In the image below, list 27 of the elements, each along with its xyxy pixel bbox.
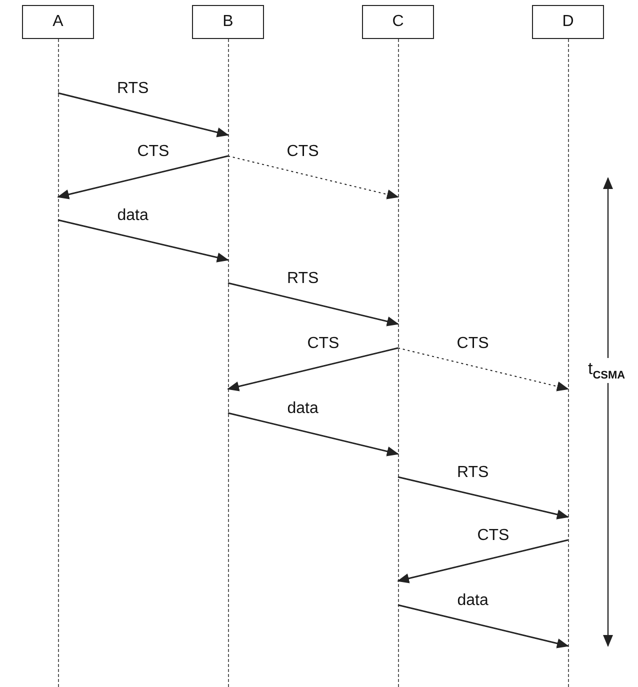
arrow — [398, 348, 569, 392]
participant-box: B — [192, 5, 264, 39]
edge-label: data — [287, 401, 318, 417]
arrow — [228, 282, 399, 326]
edge-label: CTS — [456, 336, 489, 352]
arrow — [397, 539, 568, 584]
arrow — [228, 412, 399, 456]
time-label: t$_{CSMA}$ — [588, 358, 626, 384]
edge-label: CTS — [137, 144, 170, 160]
participant-box: D — [532, 5, 604, 39]
participant-box: A — [22, 5, 94, 39]
edge-label: data — [457, 593, 488, 609]
arrow — [58, 219, 229, 262]
arrow — [227, 347, 398, 392]
arrow — [58, 92, 229, 138]
arrow — [228, 156, 399, 200]
arrow — [398, 476, 569, 520]
edge-label: RTS — [456, 465, 489, 481]
edge-label: CTS — [286, 144, 319, 160]
participant-box: C — [362, 5, 434, 39]
arrow — [398, 604, 569, 648]
arrow — [57, 155, 228, 200]
edge-label: RTS — [286, 271, 319, 287]
edge-label: data — [117, 208, 148, 224]
edge-label: CTS — [307, 336, 340, 352]
edge-label: CTS — [477, 528, 510, 544]
edge-label: RTS — [116, 81, 149, 97]
